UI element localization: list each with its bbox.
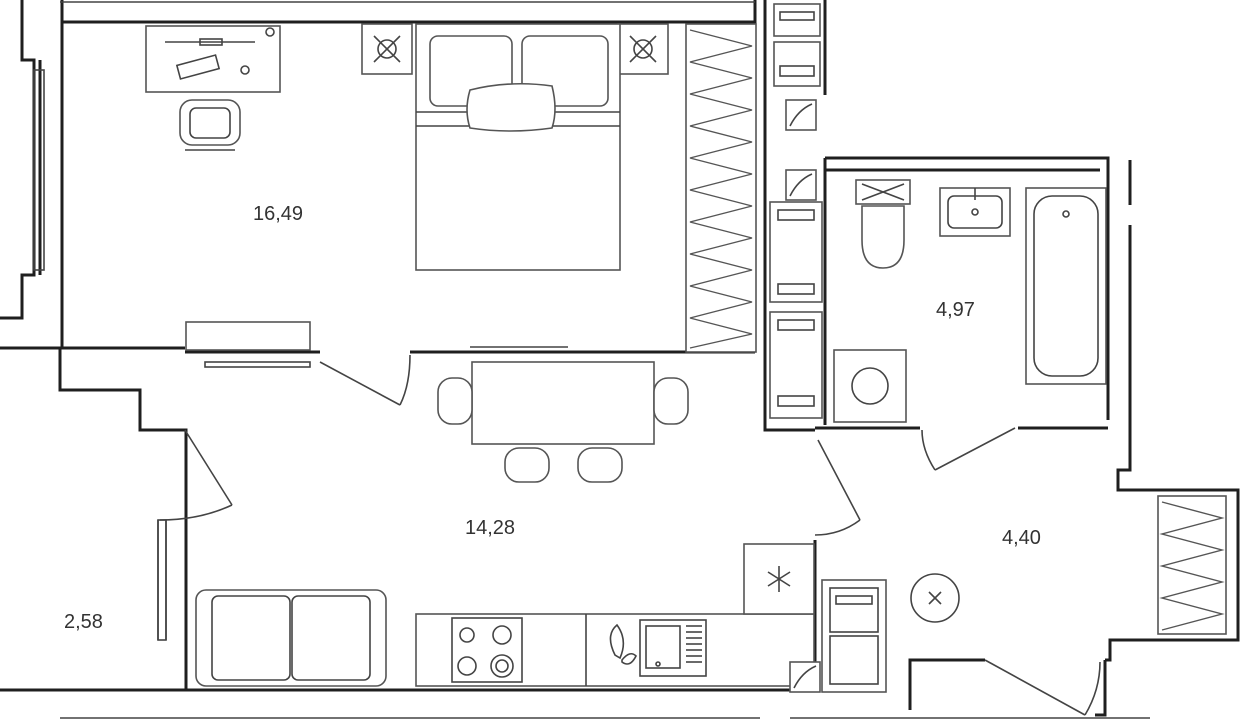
sofa [195,589,387,687]
windows [33,1,755,641]
room-area-label: 14,28 [465,517,515,539]
room-area-label: 4,97 [936,299,975,321]
shaft-cabinets [769,3,823,419]
doors [159,354,1101,716]
hallway-fixtures [789,495,1227,693]
room-area-label: 4,40 [1002,527,1041,549]
bathroom-fixtures [833,179,1107,423]
room-area-label: 2,58 [64,611,103,633]
dining-set [437,361,689,483]
ceiling-light-icon [910,573,960,623]
kitchen [415,543,815,687]
room-area-label: 16,49 [253,203,303,225]
snowflake-icon [767,566,791,592]
bedroom-furniture [145,23,757,368]
washing-machine-icon [851,367,889,405]
